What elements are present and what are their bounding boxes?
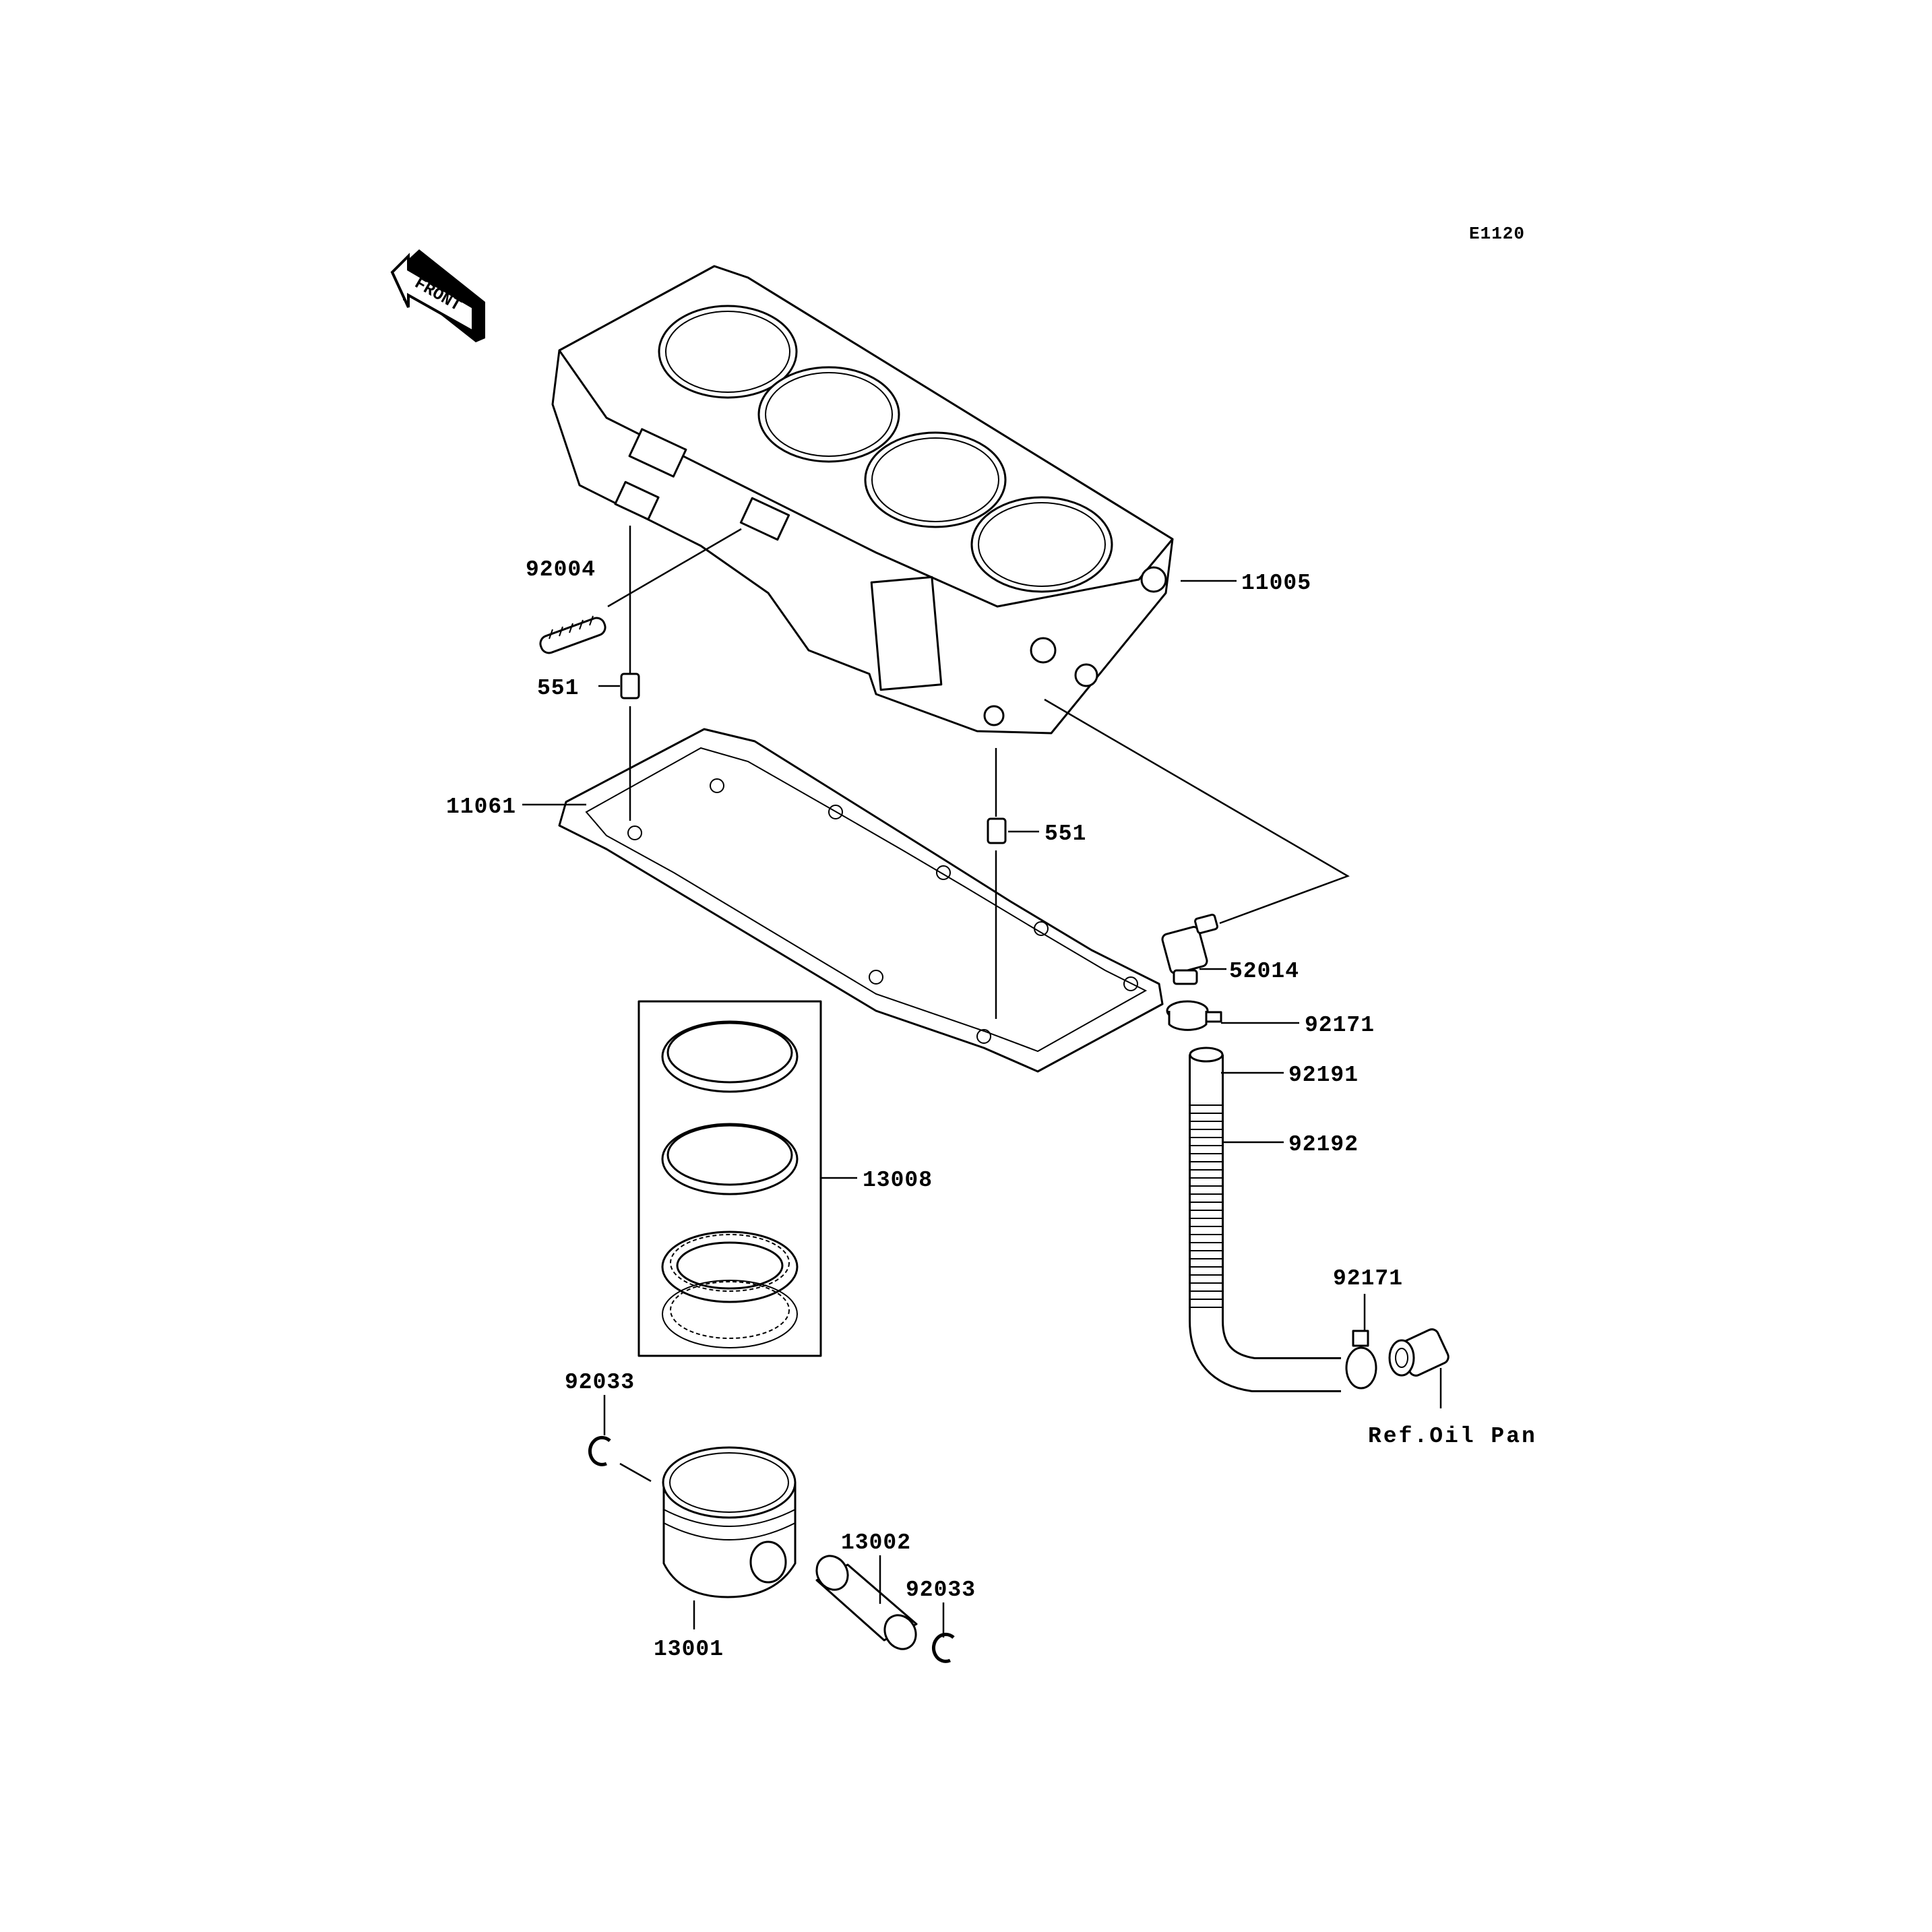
label-92191: 92191 (1288, 1063, 1359, 1088)
oil-fitting (1161, 913, 1218, 985)
leader-lines (522, 526, 1442, 1638)
oil-ring-assembly (661, 1230, 799, 1348)
hose-clamp-lower (1345, 1330, 1377, 1390)
label-11061: 11061 (446, 794, 516, 819)
label-92033-right: 92033 (906, 1578, 976, 1602)
hose-clamp-upper (1166, 1000, 1222, 1031)
circlip-left (588, 1435, 611, 1466)
piston (662, 1446, 797, 1598)
label-92192: 92192 (1288, 1132, 1359, 1157)
dowel-pin-left (620, 673, 640, 699)
label-92171-lower: 92171 (1333, 1266, 1403, 1291)
label-52014: 52014 (1229, 959, 1299, 984)
label-11005: 11005 (1241, 571, 1311, 596)
label-13001: 13001 (654, 1637, 724, 1662)
diagram-code: E1120 (1469, 224, 1525, 244)
cylinder-block (551, 265, 1174, 735)
oil-pan-fitting (1388, 1328, 1450, 1377)
bore-1 (658, 305, 798, 399)
label-92033-left: 92033 (565, 1370, 635, 1395)
label-ref-oil-pan: Ref.Oil Pan (1368, 1424, 1537, 1449)
bore-3 (864, 431, 1007, 528)
label-551-left: 551 (537, 676, 579, 701)
piston-pin (815, 1555, 918, 1650)
label-13002: 13002 (841, 1530, 911, 1555)
cylinder-gasket (558, 728, 1164, 1073)
label-92004: 92004 (526, 557, 596, 582)
piston-ring-second (661, 1123, 799, 1195)
oil-hose (1189, 1047, 1341, 1392)
circlip-right (932, 1632, 955, 1663)
label-551-right: 551 (1045, 821, 1086, 846)
bore-4 (970, 496, 1113, 593)
piston-ring-top (661, 1020, 799, 1093)
front-arrow-icon: FRONT (390, 249, 485, 342)
stud-bolt (539, 615, 606, 654)
dowel-pin-right (987, 817, 1007, 844)
bore-2 (757, 366, 900, 463)
label-92171-upper: 92171 (1305, 1013, 1375, 1038)
label-13008: 13008 (863, 1168, 933, 1193)
